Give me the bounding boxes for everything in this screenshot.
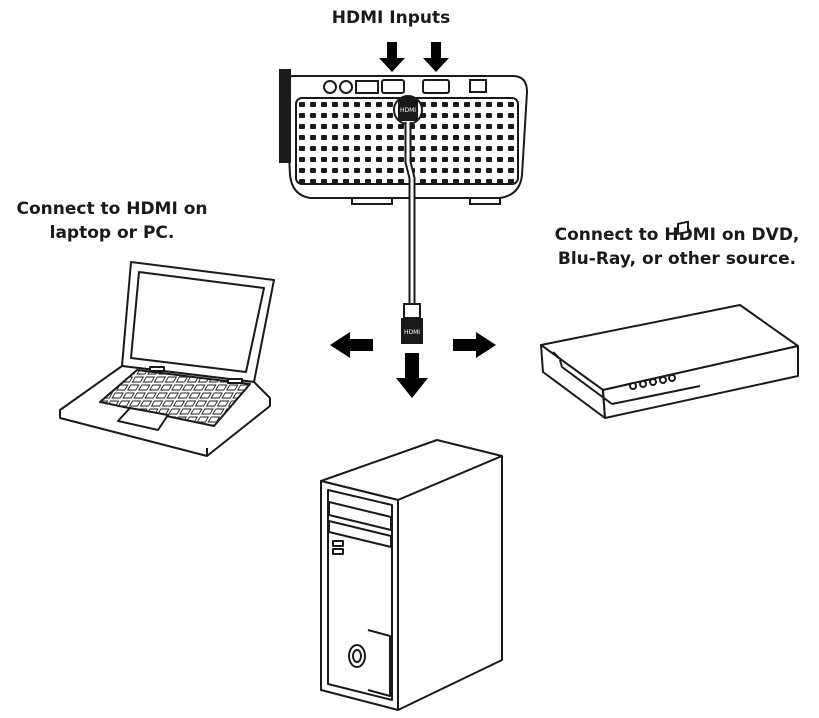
down-arrow-icon-left	[379, 42, 405, 72]
laptop-caption-line2: laptop or PC.	[49, 223, 175, 243]
hdmi-plug-bottom-text: HDMI	[404, 329, 420, 336]
projector-icon	[279, 69, 529, 205]
laptop-caption: Connect to HDMI on laptop or PC.	[2, 197, 222, 245]
hdmi-inputs-text: HDMI Inputs	[331, 8, 451, 28]
hdmi-inputs-label: HDMI Inputs	[316, 6, 466, 30]
hdmi-cable: HDMI	[401, 122, 423, 344]
dvd-caption: Connect to HDMI on DVD, Blu-Ray, or othe…	[546, 223, 808, 271]
dvd-caption-line1: Connect to HDMI on DVD,	[554, 225, 800, 245]
dvd-caption-line2: Blu-Ray, or other source.	[557, 249, 797, 269]
laptop-caption-line1: Connect to HDMI on	[16, 199, 208, 219]
left-arrow-icon	[330, 332, 373, 358]
down-arrow-icon-right	[423, 42, 449, 72]
hdmi-plug-top-text: HDMI	[400, 107, 416, 114]
down-arrow-icon-center	[396, 353, 428, 398]
computer-tower-icon	[320, 439, 503, 711]
laptop-icon	[59, 261, 275, 457]
right-arrow-icon	[453, 332, 496, 358]
hdmi-plug-top-icon: HDMI	[393, 95, 423, 125]
dvd-player-icon	[540, 220, 799, 419]
